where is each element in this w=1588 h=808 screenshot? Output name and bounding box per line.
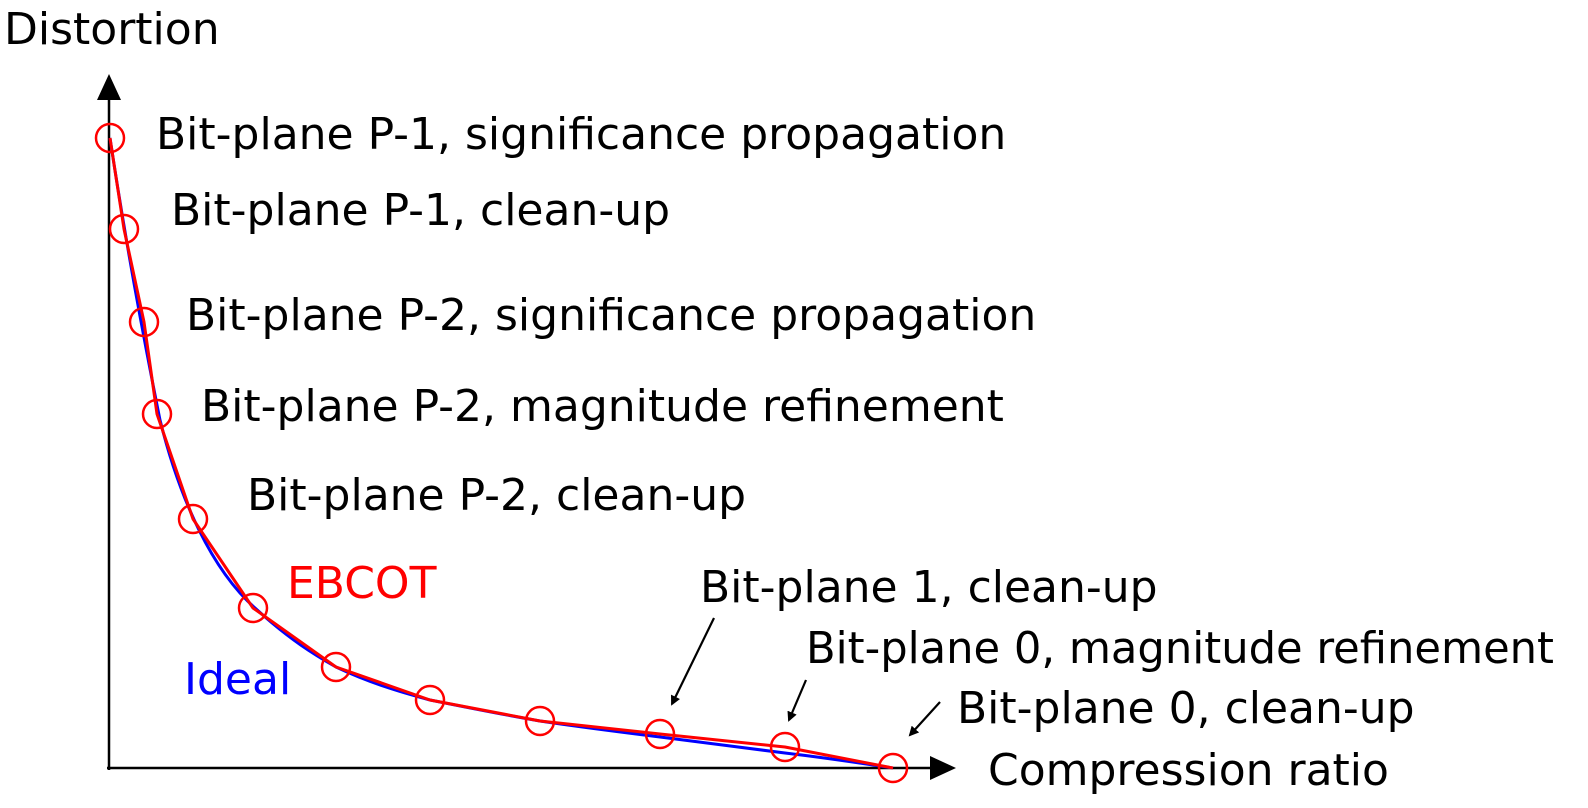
ideal-label: Ideal [184, 654, 291, 705]
pass-label: Bit-plane 0, magnitude refinement [806, 623, 1554, 674]
axes [97, 74, 956, 780]
arrow-bitplane-1-cleanup [671, 617, 715, 706]
y-axis-label: Distortion [4, 4, 220, 55]
pass-marker [320, 651, 352, 683]
pass-marker [177, 503, 209, 535]
pass-marker [108, 213, 140, 245]
pass-label: Bit-plane P-2, clean-up [247, 470, 746, 521]
ebcot-label: EBCOT [287, 558, 437, 609]
pass-marker [414, 684, 446, 716]
pass-marker [237, 592, 269, 624]
pass-marker [141, 398, 173, 430]
pass-label: Bit-plane P-2, magnitude refinement [201, 381, 1004, 432]
pass-marker [644, 718, 676, 750]
arrow-bitplane-0-cleanup [908, 701, 941, 737]
pass-marker [94, 122, 126, 154]
y-axis-arrowhead [97, 74, 121, 100]
ebcot-pass-markers [94, 122, 909, 784]
ebcot-curve [108, 137, 894, 770]
pass-marker [128, 306, 160, 338]
pass-marker [769, 731, 801, 763]
pass-label: Bit-plane P-1, clean-up [171, 185, 670, 236]
x-axis-label: Compression ratio [988, 745, 1389, 796]
x-axis-arrowhead [930, 756, 956, 780]
pass-label: Bit-plane 1, clean-up [700, 562, 1158, 613]
pass-label: Bit-plane 0, clean-up [957, 683, 1415, 734]
pass-marker [524, 705, 556, 737]
annotation-arrows [671, 617, 941, 737]
pass-label: Bit-plane P-1, significance propagation [156, 109, 1006, 160]
pass-marker [877, 752, 909, 784]
arrow-bitplane-0-refinement [787, 679, 808, 722]
pass-label: Bit-plane P-2, significance propagation [186, 290, 1036, 341]
